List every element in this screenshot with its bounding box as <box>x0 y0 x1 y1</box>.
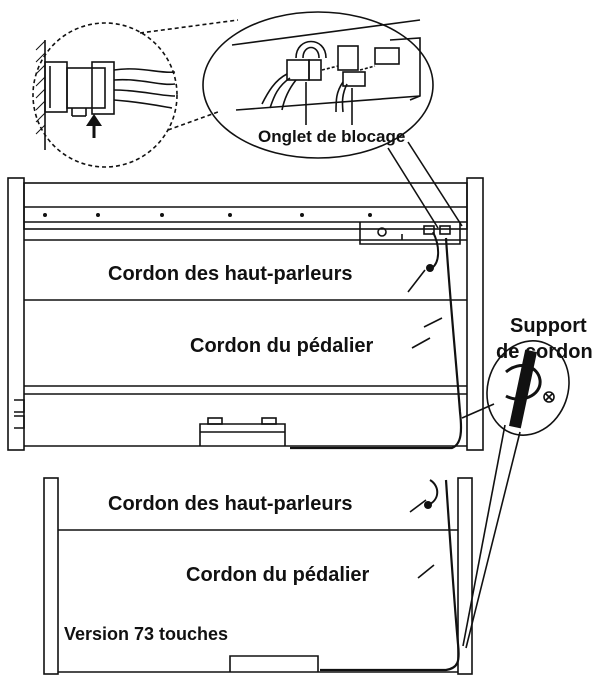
label-pedal-cord-bottom: Cordon du pédalier <box>186 564 370 586</box>
cord-holder-detail <box>461 340 570 649</box>
locking-tab-detail <box>202 11 434 159</box>
up-arrow-icon <box>86 114 102 138</box>
label-speaker-cord-bottom: Cordon des haut-parleurs <box>108 493 353 515</box>
label-locking-tab: Onglet de blocage <box>258 127 406 146</box>
label-cord-holder-line2: de cordon <box>496 341 593 363</box>
label-cord-holder-line1: Support <box>510 315 587 337</box>
piano-stand-73 <box>43 477 473 675</box>
connector-insertion-detail <box>32 22 178 168</box>
label-version-73: Version 73 touches <box>64 624 229 644</box>
label-speaker-cord-top: Cordon des haut-parleurs <box>108 263 353 285</box>
label-pedal-cord-top: Cordon du pédalier <box>190 335 374 357</box>
piano-stand-88 <box>7 177 484 451</box>
